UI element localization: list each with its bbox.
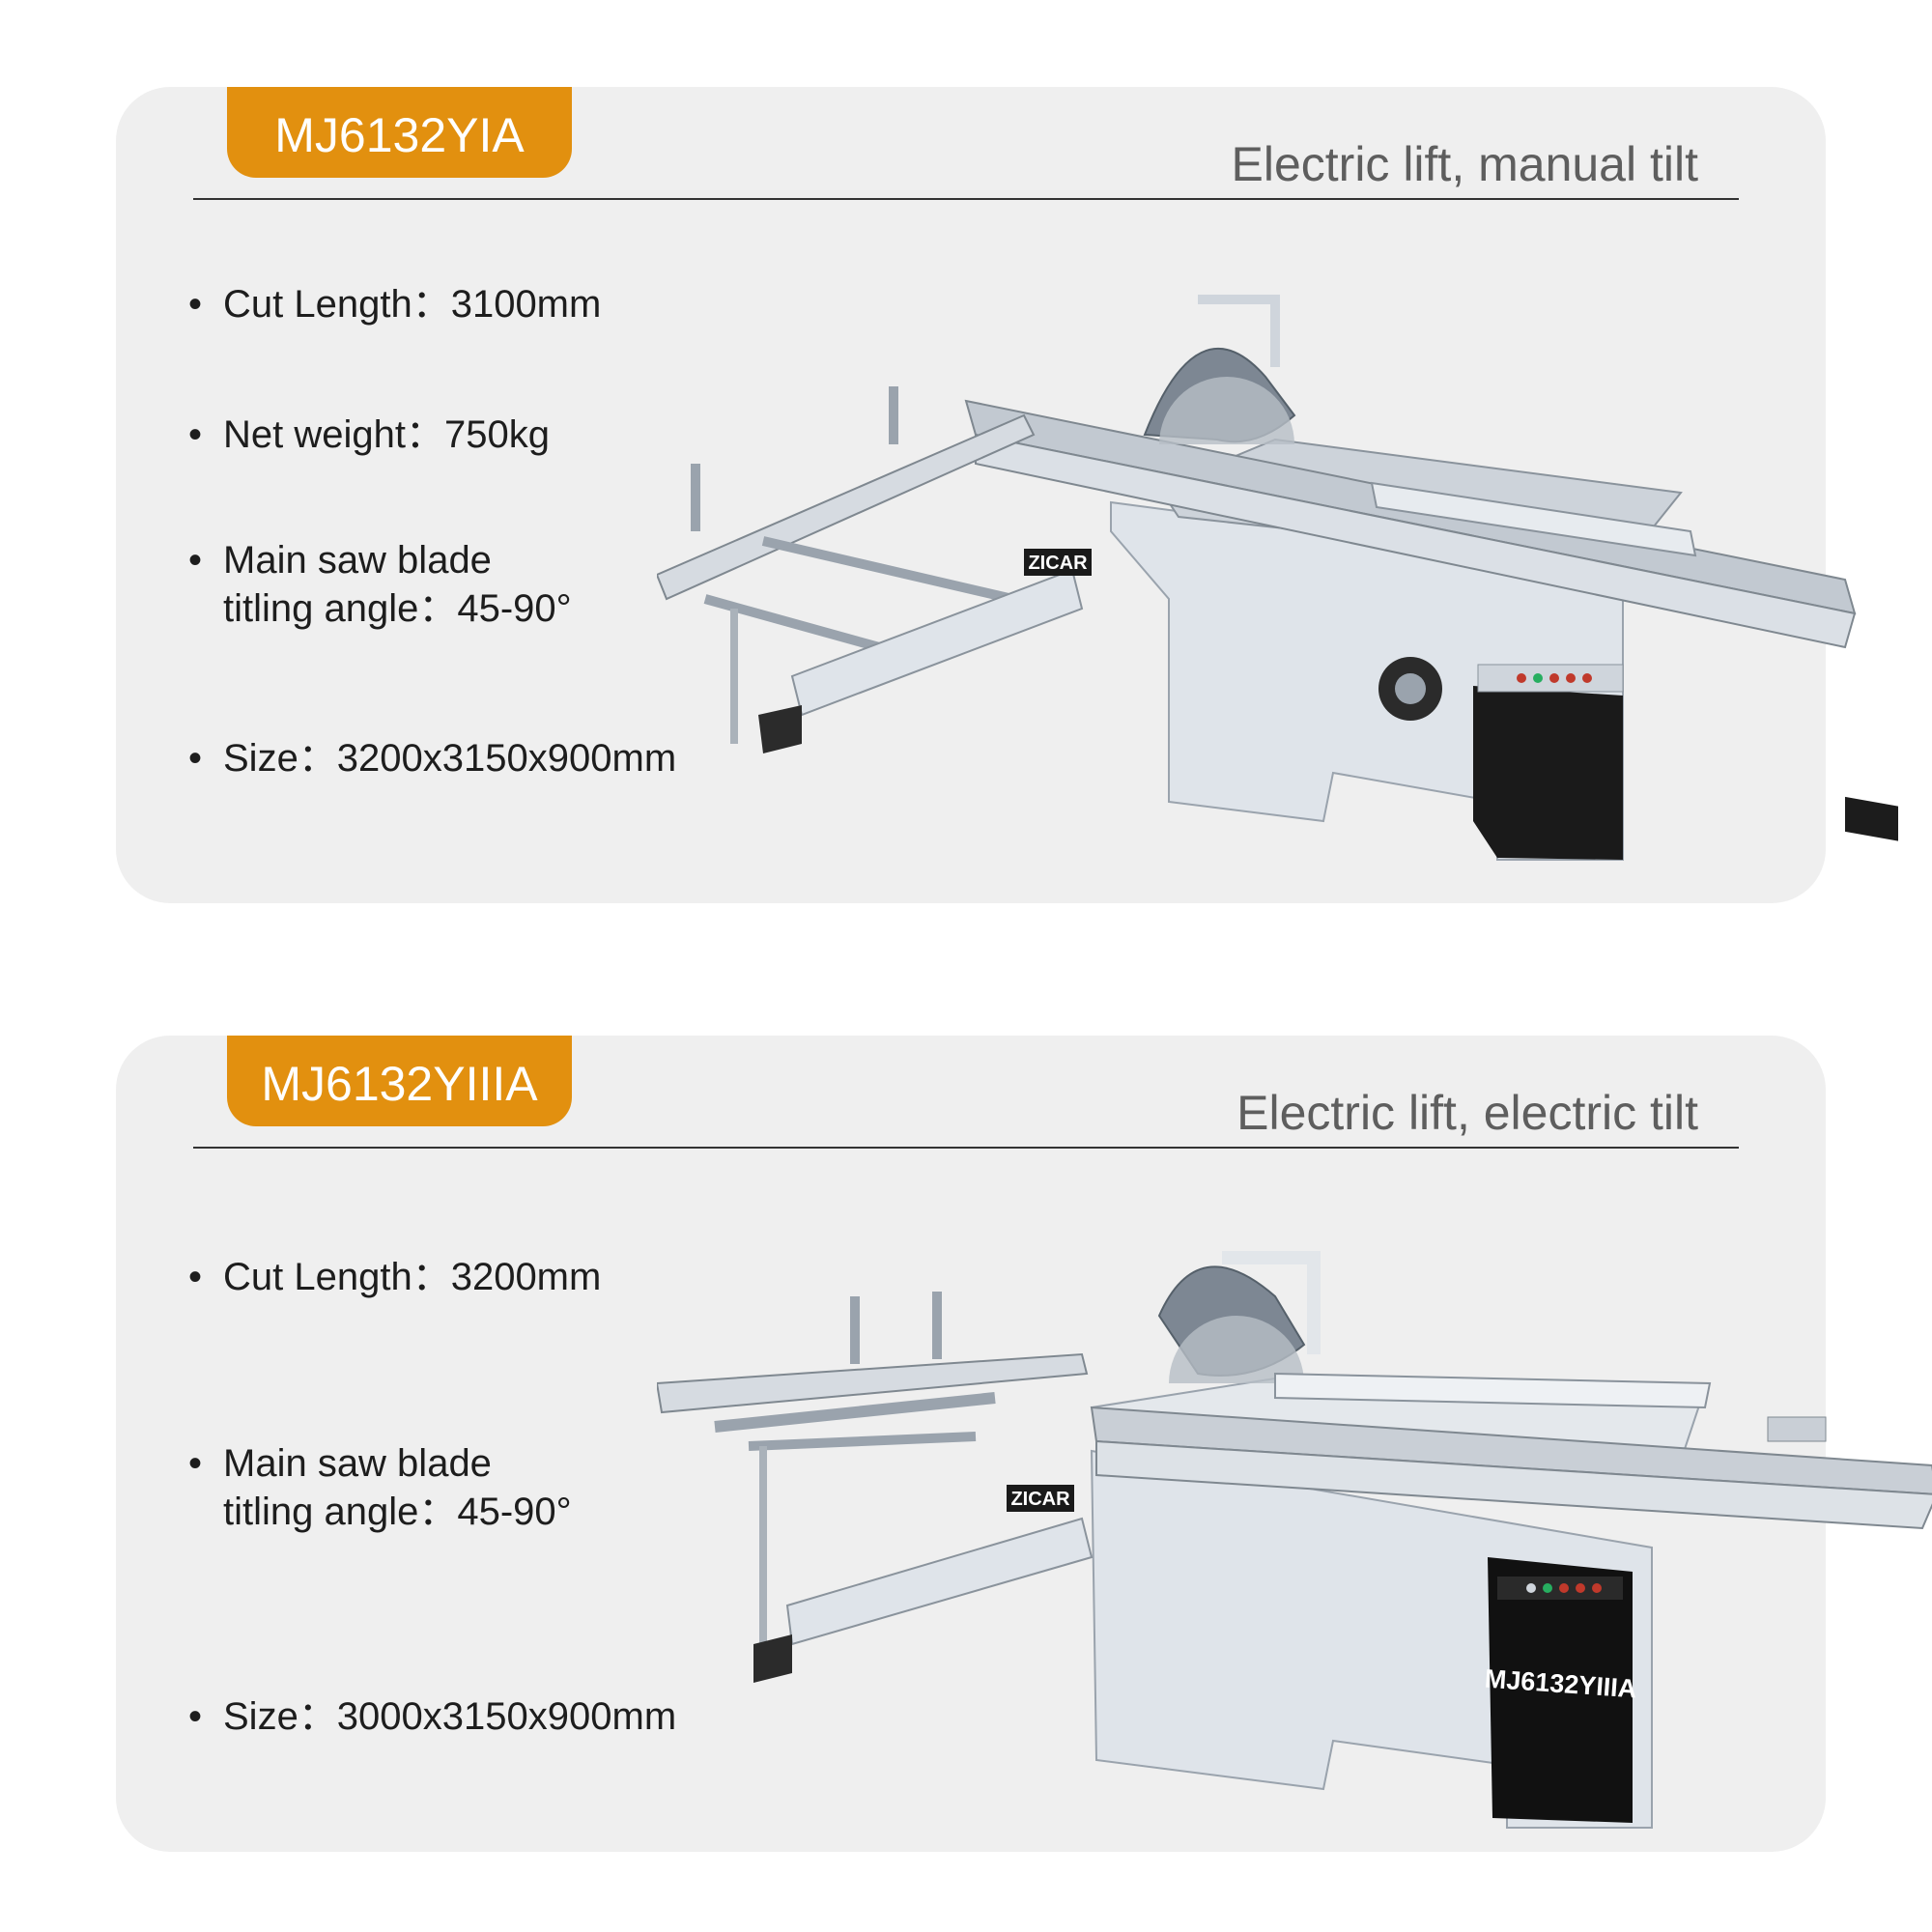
spec-tilt-angle: • Main saw blade titling angle：45-90° (188, 1439, 572, 1536)
spec-net-weight: • Net weight：750kg (188, 411, 550, 459)
bullet: • (188, 1256, 203, 1298)
spec-size: • Size：3200x3150x900mm (188, 734, 676, 782)
bullet: • (188, 1442, 203, 1485)
spec-cut-length: • Cut Length：3200mm (188, 1253, 601, 1301)
divider (193, 198, 1739, 200)
product-tagline: Electric lift, manual tilt (1231, 137, 1698, 191)
brand-logo: ZICAR (1028, 553, 1088, 574)
spec-cut-length: • Cut Length：3100mm (188, 280, 601, 328)
panel-saw-image: MJ6132YIIIA ZICAR (657, 1251, 1932, 1829)
divider (193, 1147, 1739, 1149)
model-badge: MJ6132YIIIA (227, 1036, 572, 1126)
product-tagline: Electric lift, electric tilt (1236, 1086, 1698, 1140)
bullet: • (188, 283, 203, 326)
panel-saw-image: ZICAR (657, 295, 1898, 861)
spec-size: • Size：3000x3150x900mm (188, 1692, 676, 1741)
spec-tilt-angle: • Main saw blade titling angle：45-90° (188, 536, 572, 633)
bullet: • (188, 413, 203, 456)
model-badge: MJ6132YIA (227, 87, 572, 178)
bullet: • (188, 1695, 203, 1738)
product-card-1: MJ6132YIA Electric lift, manual tilt • C… (116, 87, 1898, 903)
brand-logo: ZICAR (1010, 1489, 1070, 1510)
bullet: • (188, 539, 203, 582)
product-card-2: MJ6132YIIIA Electric lift, electric tilt… (116, 1036, 1932, 1852)
bullet: • (188, 737, 203, 780)
